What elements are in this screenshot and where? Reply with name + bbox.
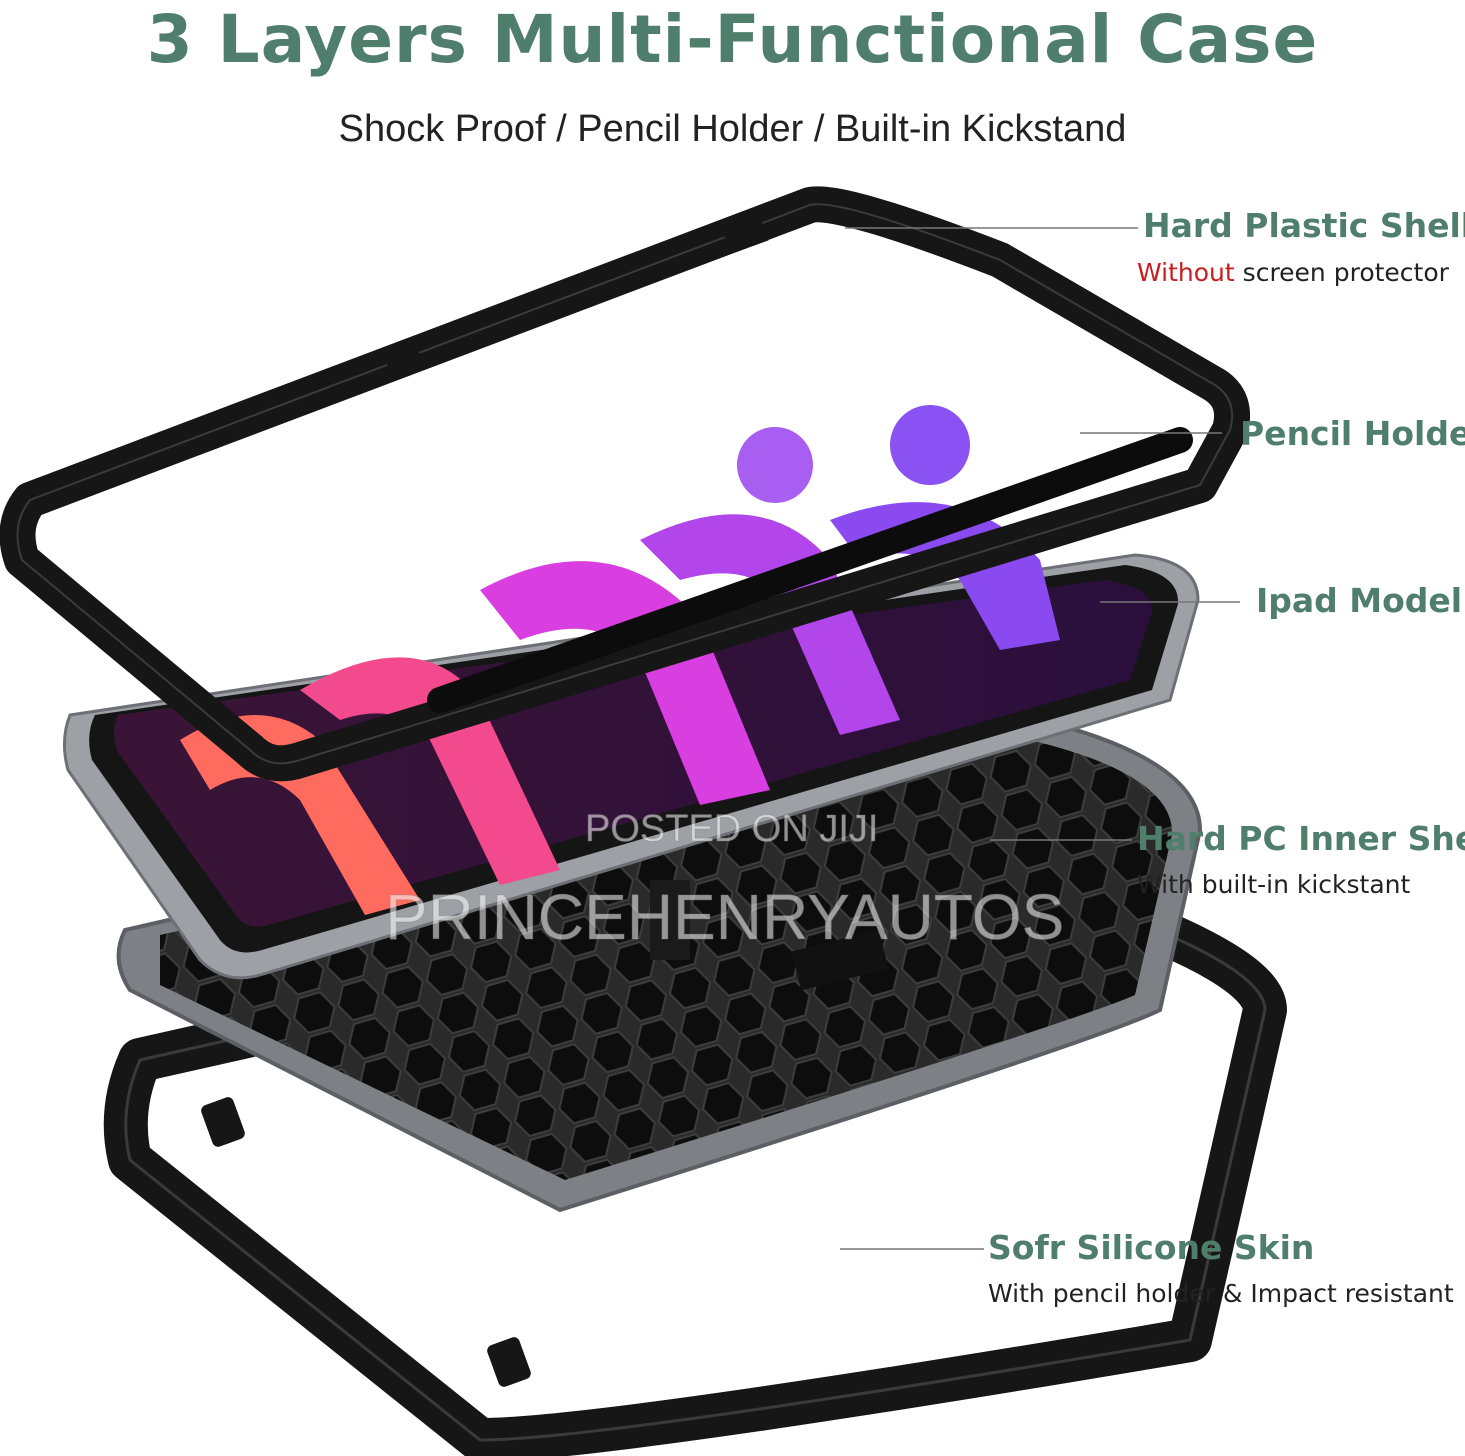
ipad-model-label: Ipad Model bbox=[1256, 581, 1463, 620]
pencil-holder-label: Pencil Holder bbox=[1240, 414, 1465, 453]
callout-leader-lines bbox=[840, 227, 1240, 1250]
page-subtitle: Shock Proof / Pencil Holder / Built-in K… bbox=[338, 108, 1127, 150]
kickstand bbox=[650, 880, 690, 960]
hard-plastic-shell-desc: Without screen protector bbox=[1137, 258, 1449, 287]
without-highlight: Without bbox=[1137, 258, 1235, 287]
hard-pc-inner-shell-label: Hard PC Inner Shell bbox=[1137, 819, 1465, 858]
silicone-skin-frame bbox=[103, 848, 1287, 1456]
hard-pc-inner-shell-desc: With built-in kickstant bbox=[1137, 870, 1411, 899]
hard-plastic-shell-desc-rest: screen protector bbox=[1242, 258, 1449, 287]
pc-inner-shell bbox=[116, 717, 1203, 1213]
hard-plastic-shell-label: Hard Plastic Shell bbox=[1143, 206, 1465, 245]
pencil-holder-channel bbox=[427, 427, 1193, 713]
page-title: 3 Layers Multi-Functional Case bbox=[146, 1, 1319, 78]
silicone-skin-desc: With pencil holder & Impact resistant bbox=[988, 1279, 1454, 1308]
hard-plastic-shell-frame bbox=[0, 186, 1251, 782]
silicone-skin-label: Sofr Silicone Skin bbox=[988, 1228, 1315, 1267]
